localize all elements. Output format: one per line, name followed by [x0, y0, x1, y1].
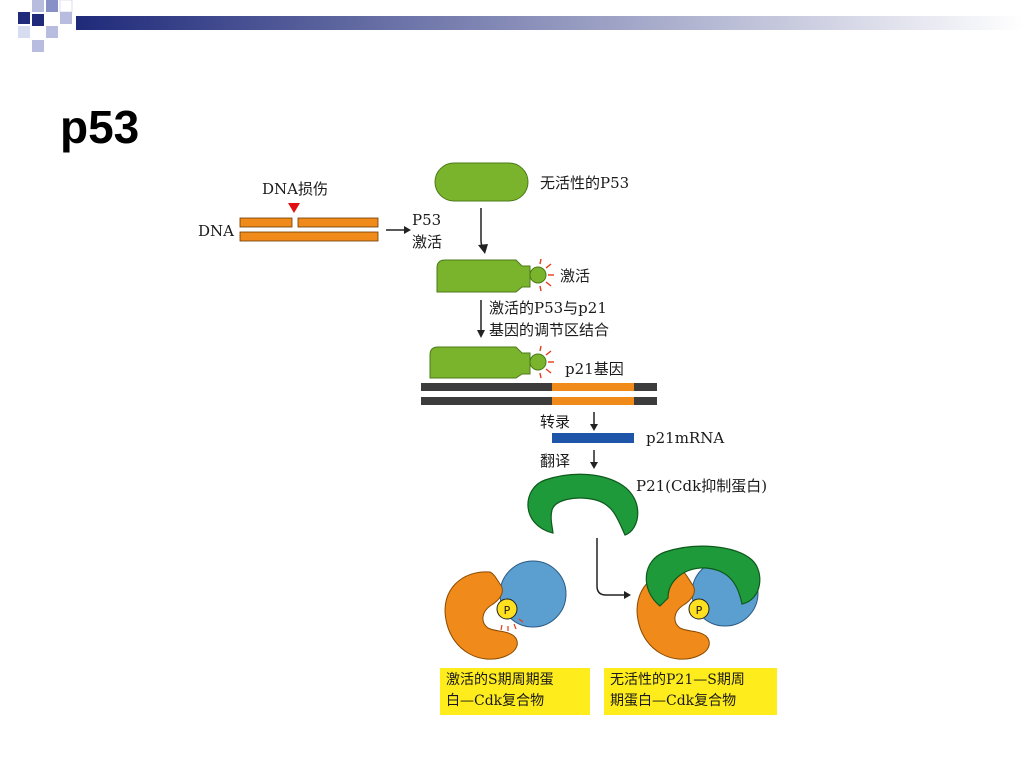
active-cyclin-cdk-complex: P	[444, 560, 567, 660]
header-gradient-bar	[76, 16, 1024, 30]
arrow-to-activation	[386, 226, 411, 234]
p21-mrna-bar	[552, 433, 634, 443]
p53-activation-label-1: P53	[412, 211, 441, 229]
dna-double-strand	[239, 217, 379, 242]
p21-protein-shape	[527, 473, 639, 536]
p21-protein-label: P21(Cdk抑制蛋白)	[636, 477, 767, 495]
inactive-complex-caption-line2: 期蛋白—Cdk复合物	[610, 693, 737, 709]
p21-gene-strands	[421, 383, 657, 405]
active-complex-caption-line1: 激活的S期周期蛋	[446, 672, 554, 688]
dna-damage-label: DNA损伤	[262, 180, 328, 198]
arrow-p53-down-1	[480, 208, 487, 251]
p53-activation-label-2: 激活	[412, 233, 442, 251]
activated-label: 激活	[560, 267, 590, 285]
translation-label: 翻译	[540, 452, 570, 470]
arrow-transcription	[590, 412, 598, 431]
active-complex-caption-line2: 白—Cdk复合物	[446, 693, 545, 709]
inactive-complex-caption-line1: 无活性的P21—S期周	[610, 672, 745, 688]
bound-p53-shape	[429, 345, 554, 379]
inactive-p21-cyclin-cdk-complex: P	[636, 545, 761, 660]
dna-label: DNA	[198, 222, 234, 240]
arrow-complex-inhibition	[596, 538, 624, 596]
damage-marker-icon	[288, 203, 300, 213]
arrow-translation	[590, 450, 598, 469]
inactive-complex-caption: 无活性的P21—S期周 期蛋白—Cdk复合物	[604, 668, 777, 715]
binding-label-2: 基因的调节区结合	[489, 321, 609, 339]
inactive-p53-shape	[434, 162, 529, 202]
transcription-label: 转录	[540, 413, 570, 431]
corner-decoration	[18, 0, 1024, 52]
binding-label-1: 激活的P53与p21	[489, 299, 607, 317]
phospho-p-label-1: P	[504, 604, 511, 617]
arrow-p53-down-2	[477, 300, 485, 338]
active-complex-caption: 激活的S期周期蛋 白—Cdk复合物	[440, 668, 590, 715]
slide-title: p53	[60, 101, 140, 153]
phospho-p-label-2: P	[696, 604, 703, 617]
p21-gene-label: p21基因	[565, 360, 624, 378]
inactive-p53-label: 无活性的P53	[540, 174, 629, 192]
p21-mrna-label: p21mRNA	[646, 429, 724, 447]
activated-p53-shape	[436, 258, 554, 293]
